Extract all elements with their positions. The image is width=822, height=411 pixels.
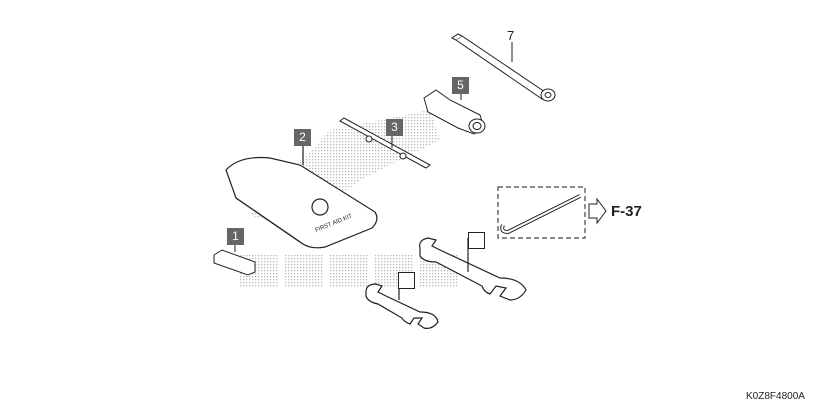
callout-6-empty	[468, 232, 485, 249]
part-3-screwdriver	[339, 117, 431, 169]
callout-2: 2	[294, 129, 311, 146]
part-2-tool-bag	[225, 145, 378, 249]
reference-link[interactable]: F-37	[611, 203, 642, 220]
arrow-right-icon	[588, 197, 607, 225]
callout-3: 3	[386, 119, 403, 136]
part-5-plug-socket	[423, 86, 486, 135]
callout-7: 7	[507, 28, 515, 43]
callout-4-empty	[398, 272, 415, 289]
callout-5: 5	[452, 77, 469, 94]
hex-key-reference-box	[497, 186, 586, 239]
callout-1: 1	[227, 228, 244, 245]
part-7-extension-bar	[451, 33, 556, 102]
figure-code: K0Z8F4800A	[746, 391, 805, 402]
